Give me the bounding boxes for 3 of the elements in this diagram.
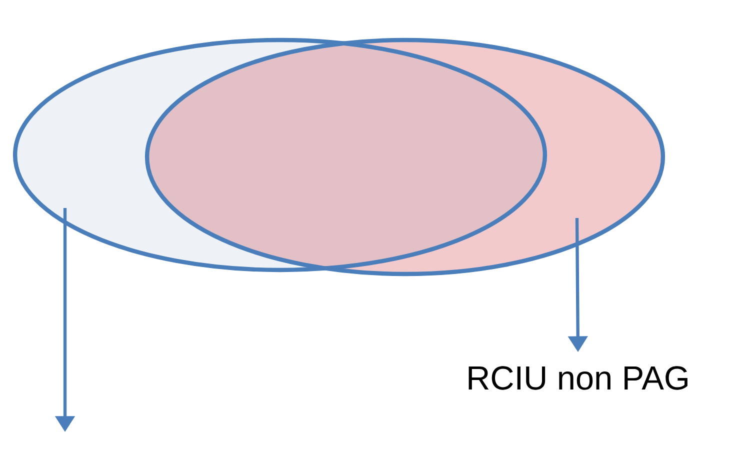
ellipse-outline bbox=[144, 38, 666, 276]
label-text: RCIU non PAG bbox=[468, 366, 688, 390]
ellipse-outline bbox=[12, 38, 548, 272]
